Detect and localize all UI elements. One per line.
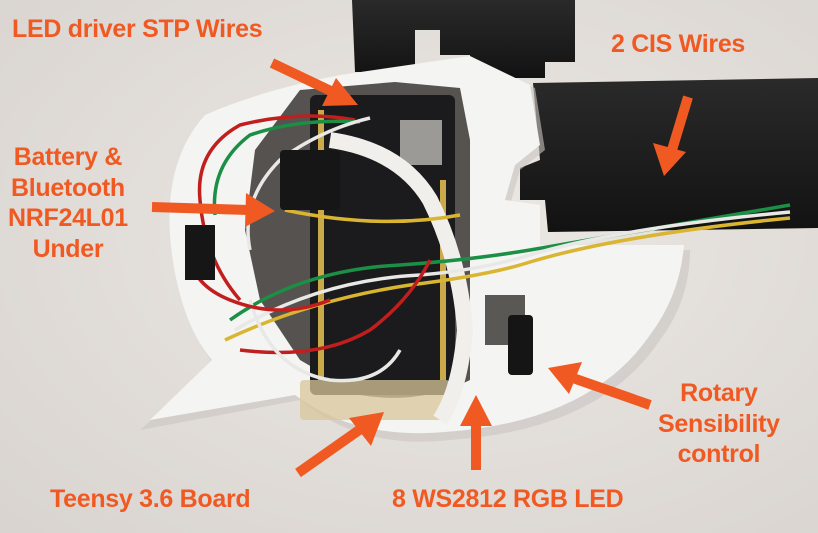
label-battery-line-1: Battery & — [13, 143, 123, 171]
arrow-cis — [667, 95, 693, 152]
top-black-bracket — [352, 0, 575, 78]
label-cis-wires: 2 CIS Wires — [611, 30, 746, 58]
label-battery-line-2: Bluetooth — [10, 173, 125, 202]
arrow-teensy — [295, 423, 365, 478]
label-battery: Battery & Bluetooth NRF24L01 Under — [8, 142, 128, 264]
label-rotary-line-3: control — [677, 440, 761, 468]
sd-slot — [400, 120, 442, 165]
label-led-driver: LED driver STP Wires — [12, 15, 263, 43]
teensy-pcb — [310, 95, 455, 395]
label-rotary: Rotary Sensibility control — [658, 378, 780, 470]
board-label-sticker — [300, 380, 450, 420]
led-strip — [328, 132, 474, 425]
label-battery-line-4: Under — [32, 234, 104, 263]
annotation-arrows — [151, 58, 693, 478]
label-battery-line-3: NRF24L01 — [8, 204, 128, 232]
label-ws2812: 8 WS2812 RGB LED — [392, 485, 624, 513]
label-teensy: Teensy 3.6 Board — [50, 485, 251, 513]
arrow-battery — [151, 202, 249, 215]
rotary-knob — [508, 315, 533, 375]
connectors — [185, 150, 340, 280]
label-rotary-line-2: Sensibility — [658, 409, 780, 438]
arrow-led-driver — [269, 58, 338, 98]
arrow-rotary — [571, 373, 652, 410]
label-rotary-line-1: Rotary — [680, 379, 758, 407]
